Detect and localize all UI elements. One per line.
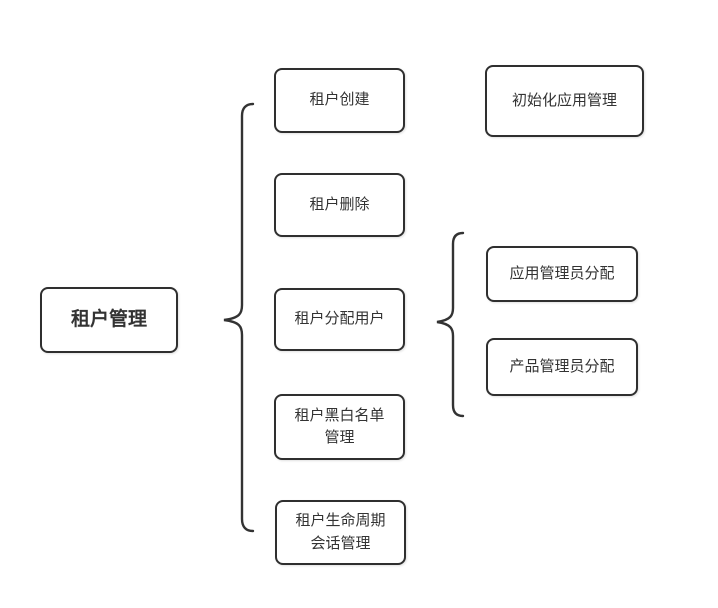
curly-brace-assign-user — [436, 231, 465, 418]
node-tenant-delete[interactable]: 租户删除 — [274, 173, 405, 237]
node-tenant-blackwhite-list[interactable]: 租户黑白名单 管理 — [274, 394, 405, 460]
curly-brace-main — [223, 102, 255, 533]
node-product-admin-assign[interactable]: 产品管理员分配 — [486, 338, 638, 396]
node-tenant-lifecycle-session[interactable]: 租户生命周期 会话管理 — [275, 500, 406, 565]
node-tenant-assign-user[interactable]: 租户分配用户 — [274, 288, 405, 351]
node-tenant-management[interactable]: 租户管理 — [40, 287, 178, 353]
node-app-admin-assign[interactable]: 应用管理员分配 — [486, 246, 638, 302]
node-tenant-create[interactable]: 租户创建 — [274, 68, 405, 133]
node-init-app-management[interactable]: 初始化应用管理 — [485, 65, 644, 137]
